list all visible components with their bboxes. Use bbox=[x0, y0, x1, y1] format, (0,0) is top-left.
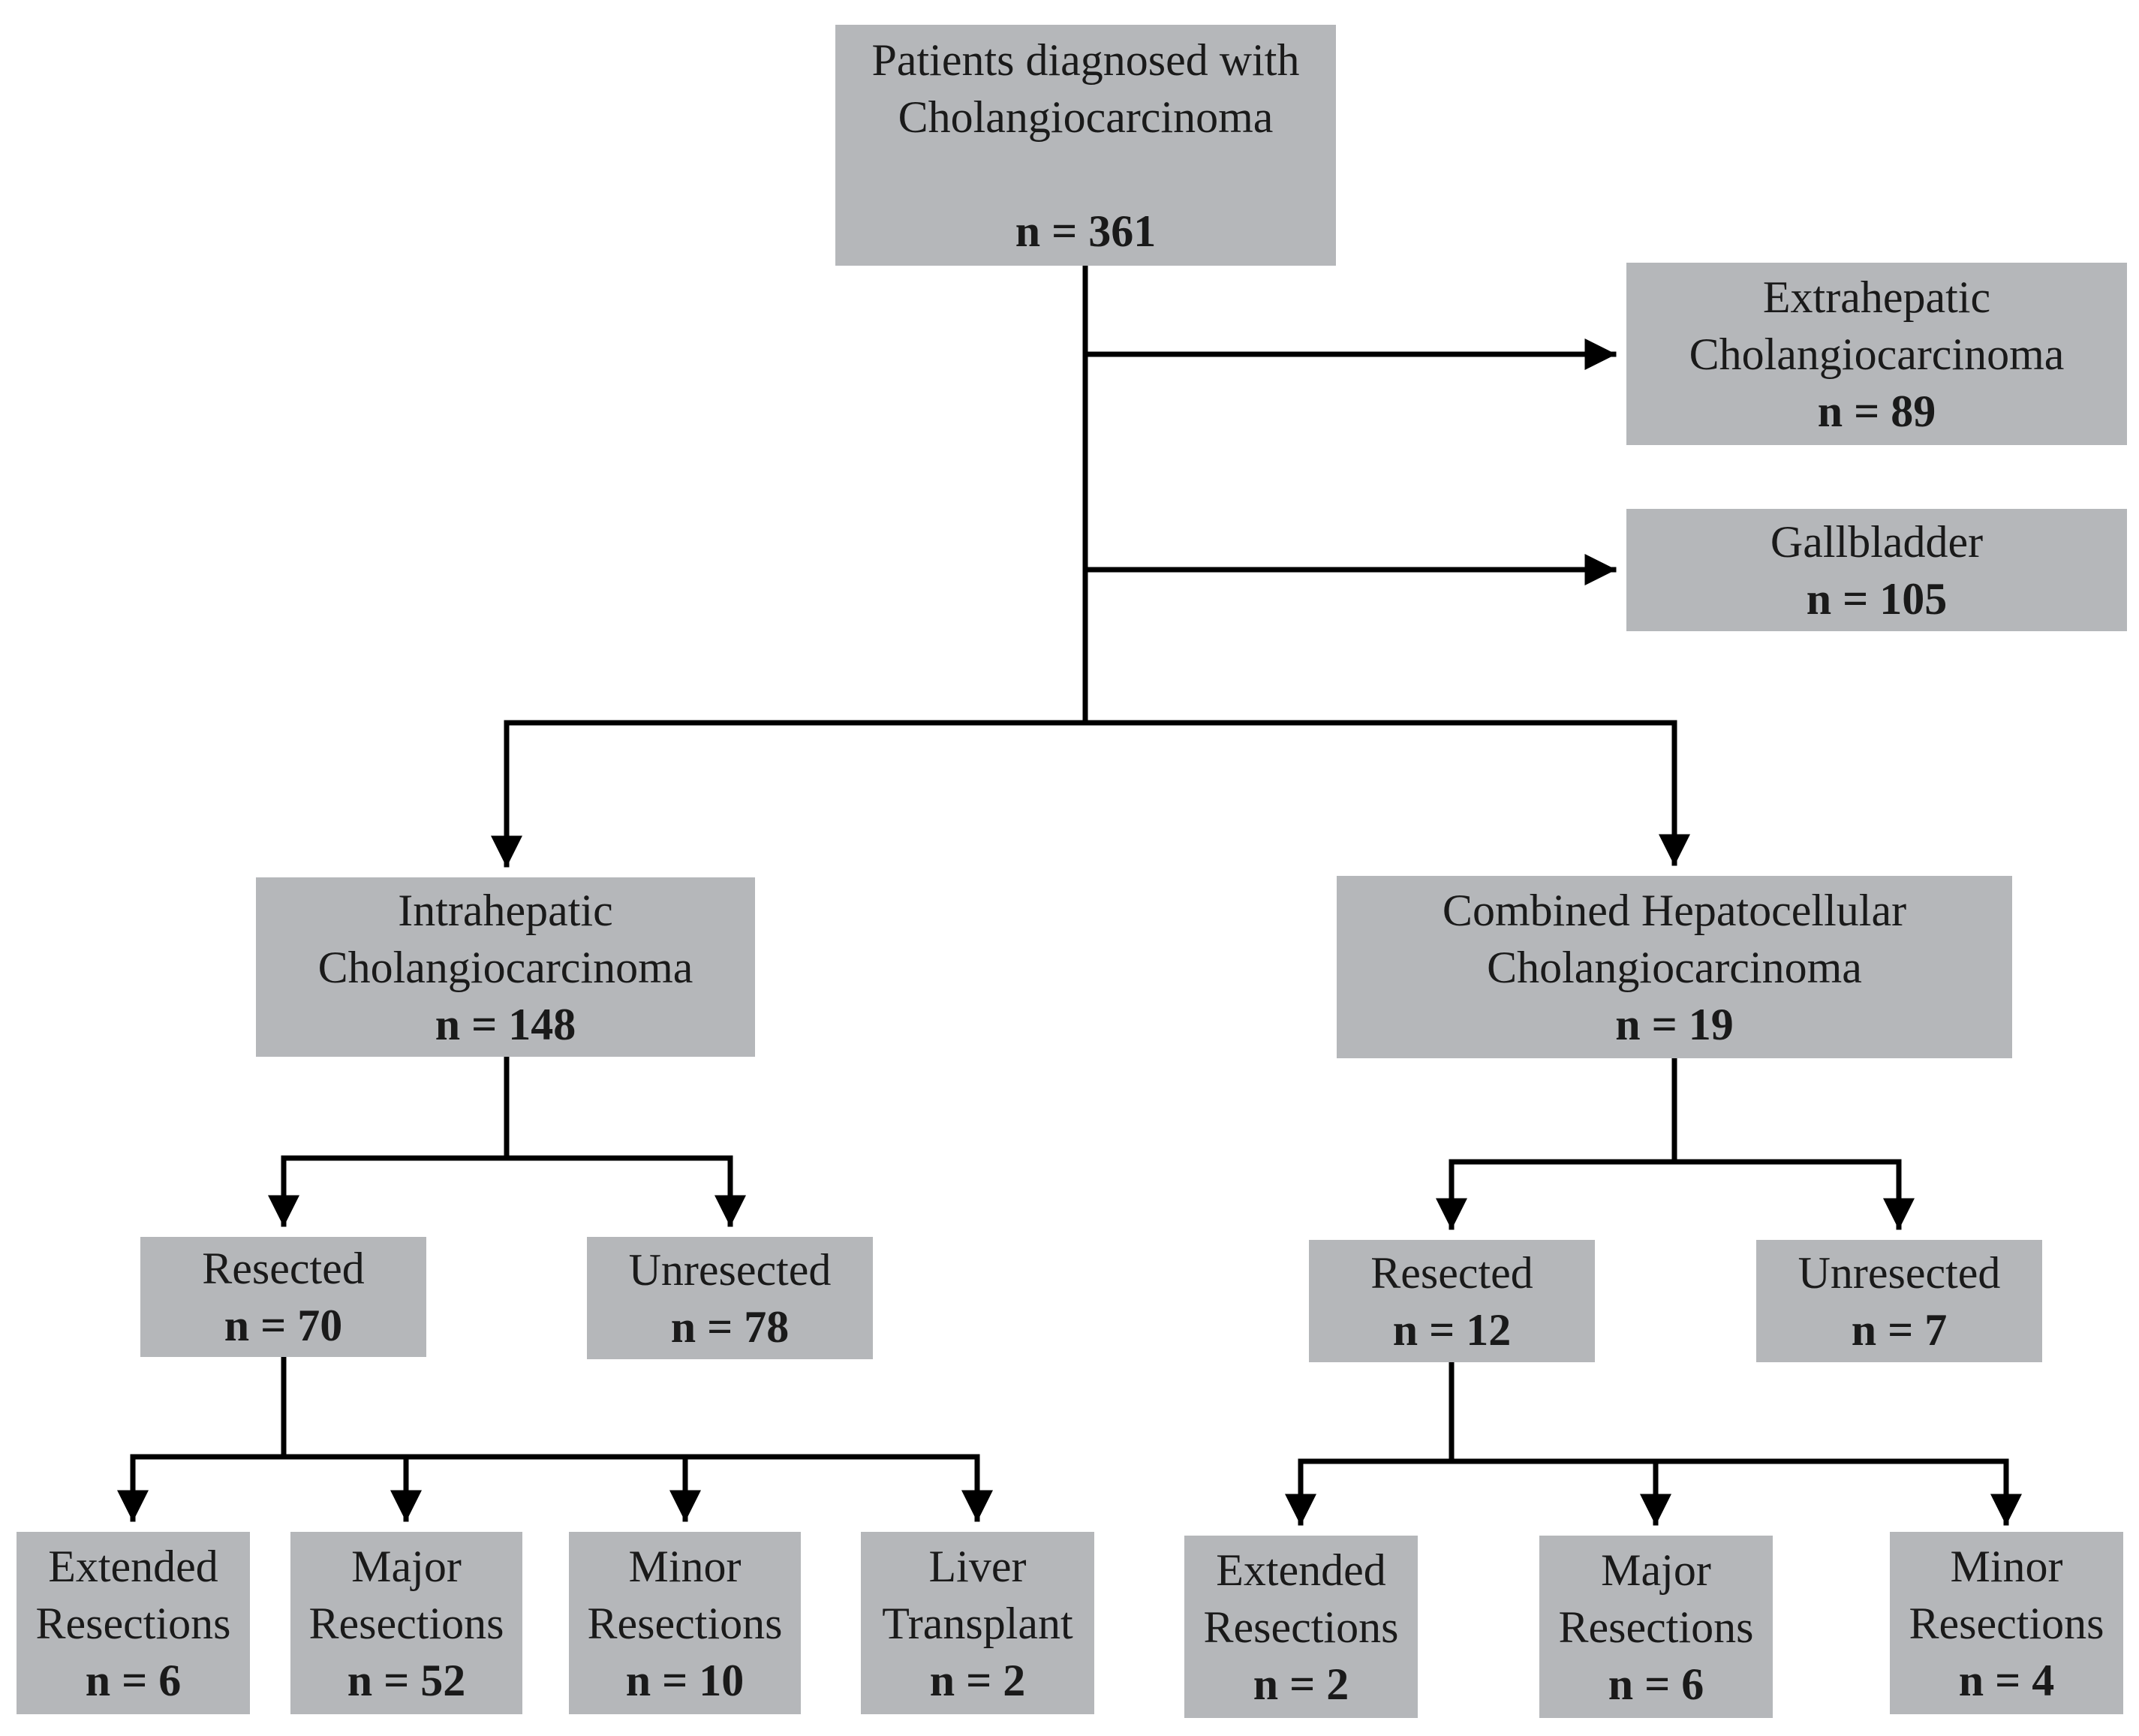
node-cb-unresected-count: n = 7 bbox=[1851, 1304, 1948, 1355]
node-ih-unresected-line-1: Unresected bbox=[628, 1244, 832, 1295]
connector-lines bbox=[117, 263, 2022, 1526]
node-intrahepatic: Intrahepatic Cholangiocarcinoma n = 148 bbox=[256, 877, 755, 1057]
node-cb-major: Major Resections n = 6 bbox=[1539, 1536, 1773, 1718]
node-cb-extended: Extended Resections n = 2 bbox=[1184, 1536, 1418, 1718]
node-combined: Combined Hepatocellular Cholangiocarcino… bbox=[1337, 876, 2012, 1058]
node-ih-transplant-count: n = 2 bbox=[929, 1655, 1026, 1705]
node-ih-resected: Resected n = 70 bbox=[140, 1237, 426, 1357]
node-ih-major-line-1: Major bbox=[351, 1541, 462, 1591]
node-ih-resected-line-1: Resected bbox=[202, 1244, 365, 1293]
node-ih-minor-line-1: Minor bbox=[628, 1541, 742, 1591]
node-ih-major: Major Resections n = 52 bbox=[290, 1532, 522, 1714]
node-extrahepatic-count: n = 89 bbox=[1817, 386, 1936, 436]
node-cb-resected: Resected n = 12 bbox=[1309, 1240, 1595, 1362]
node-extrahepatic-line-2: Cholangiocarcinoma bbox=[1689, 329, 2065, 379]
node-root-line-1: Patients diagnosed with bbox=[871, 35, 1300, 85]
node-cb-minor-line-2: Resections bbox=[1909, 1598, 2104, 1648]
node-ih-unresected: Unresected n = 78 bbox=[587, 1237, 873, 1359]
node-root-count: n = 361 bbox=[1015, 206, 1157, 256]
node-intrahepatic-count: n = 148 bbox=[435, 999, 576, 1049]
node-ih-extended-line-1: Extended bbox=[48, 1541, 218, 1591]
node-ih-major-count: n = 52 bbox=[347, 1655, 466, 1705]
node-ih-extended: Extended Resections n = 6 bbox=[17, 1532, 250, 1714]
node-cb-minor-count: n = 4 bbox=[1958, 1655, 2055, 1705]
node-gallbladder-line-1: Gallbladder bbox=[1770, 516, 1984, 567]
node-cb-extended-line-2: Resections bbox=[1203, 1602, 1399, 1652]
node-ih-extended-count: n = 6 bbox=[85, 1655, 182, 1705]
node-cb-minor-line-1: Minor bbox=[1950, 1541, 2063, 1591]
node-ih-minor-line-2: Resections bbox=[587, 1598, 783, 1648]
node-combined-line-1: Combined Hepatocellular bbox=[1442, 885, 1907, 935]
node-ih-minor: Minor Resections n = 10 bbox=[569, 1532, 801, 1714]
node-intrahepatic-line-1: Intrahepatic bbox=[398, 885, 613, 935]
node-combined-count: n = 19 bbox=[1615, 999, 1734, 1049]
node-gallbladder: Gallbladder n = 105 bbox=[1626, 509, 2127, 631]
node-gallbladder-count: n = 105 bbox=[1806, 573, 1948, 624]
node-root: Patients diagnosed with Cholangiocarcino… bbox=[835, 25, 1336, 266]
node-ih-major-line-2: Resections bbox=[308, 1598, 504, 1648]
node-cb-major-line-2: Resections bbox=[1558, 1602, 1754, 1652]
node-ih-transplant: Liver Transplant n = 2 bbox=[861, 1532, 1094, 1714]
node-cb-extended-line-1: Extended bbox=[1216, 1545, 1386, 1595]
node-cb-major-line-1: Major bbox=[1601, 1545, 1711, 1595]
node-ih-resected-count: n = 70 bbox=[224, 1301, 343, 1350]
node-intrahepatic-line-2: Cholangiocarcinoma bbox=[317, 942, 693, 992]
node-cb-unresected: Unresected n = 7 bbox=[1756, 1240, 2042, 1362]
node-cb-minor: Minor Resections n = 4 bbox=[1890, 1532, 2123, 1714]
node-ih-unresected-count: n = 78 bbox=[670, 1301, 790, 1352]
node-ih-transplant-line-1: Liver bbox=[928, 1541, 1027, 1591]
node-cb-resected-count: n = 12 bbox=[1392, 1304, 1512, 1355]
node-cb-major-count: n = 6 bbox=[1608, 1659, 1704, 1709]
node-ih-transplant-line-2: Transplant bbox=[882, 1598, 1073, 1648]
node-cb-unresected-line-1: Unresected bbox=[1798, 1247, 2001, 1298]
node-extrahepatic: Extrahepatic Cholangiocarcinoma n = 89 bbox=[1626, 263, 2127, 445]
node-combined-line-2: Cholangiocarcinoma bbox=[1487, 942, 1862, 992]
node-ih-extended-line-2: Resections bbox=[35, 1598, 231, 1648]
node-root-line-2: Cholangiocarcinoma bbox=[898, 92, 1274, 142]
node-extrahepatic-line-1: Extrahepatic bbox=[1762, 272, 1991, 322]
node-cb-resected-line-1: Resected bbox=[1370, 1247, 1533, 1298]
node-cb-extended-count: n = 2 bbox=[1253, 1659, 1349, 1709]
node-ih-minor-count: n = 10 bbox=[625, 1655, 745, 1705]
